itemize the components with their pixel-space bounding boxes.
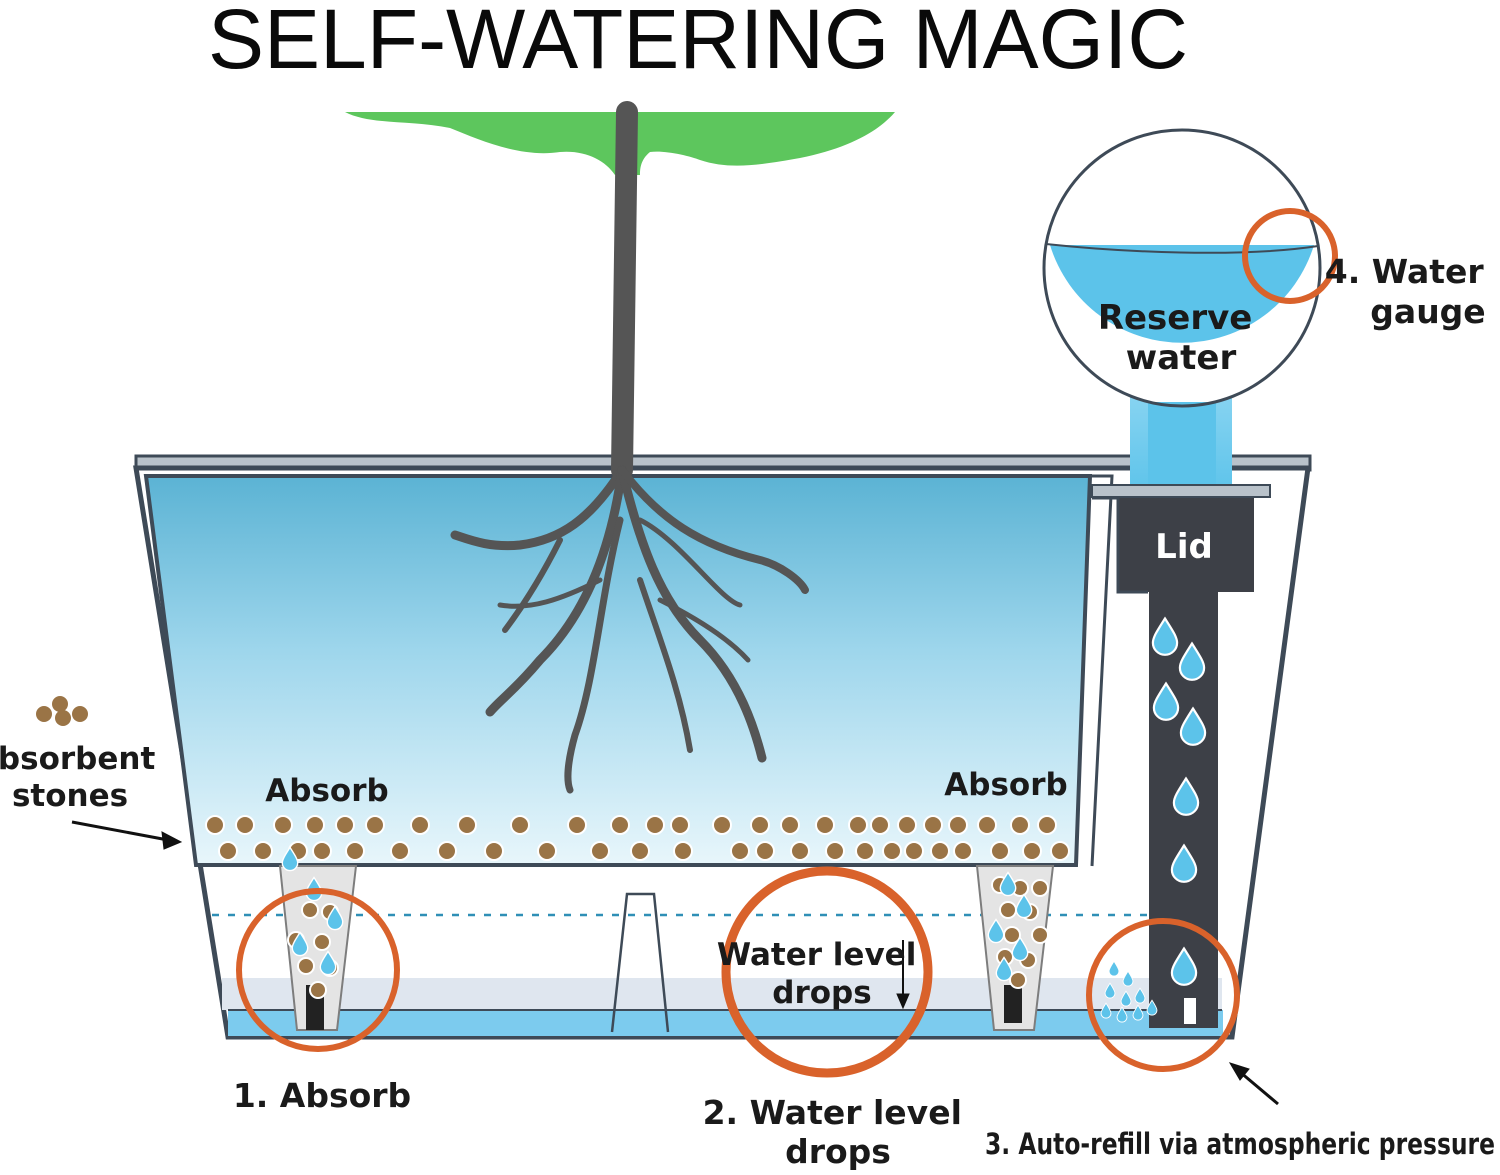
stone <box>1050 841 1070 861</box>
absorb-left-label: Absorb <box>265 773 388 809</box>
stone <box>218 841 238 861</box>
stone <box>335 815 355 835</box>
stone <box>457 815 477 835</box>
stone <box>673 841 693 861</box>
stone <box>630 841 650 861</box>
plant-roots <box>450 101 809 794</box>
stone <box>645 815 665 835</box>
stone <box>301 901 319 919</box>
stone <box>750 815 770 835</box>
ring-3-auto-refill <box>1086 918 1240 1072</box>
stone <box>305 815 325 835</box>
stone-icon <box>36 696 88 726</box>
stone <box>755 841 775 861</box>
stone <box>953 841 973 861</box>
ring-4-water-gauge <box>1242 208 1338 304</box>
stone <box>309 981 327 999</box>
stone <box>390 841 410 861</box>
absorbent-stones-label: Absorbent stones <box>0 741 166 814</box>
stone <box>1031 926 1049 944</box>
stone <box>923 815 943 835</box>
stone <box>1022 841 1042 861</box>
stone <box>825 841 845 861</box>
stone <box>205 815 225 835</box>
step-3-label: 3. Auto-refill via atmospheric pressure <box>985 1127 1495 1161</box>
stone <box>567 815 587 835</box>
stone <box>312 841 332 861</box>
stone <box>510 815 530 835</box>
stone <box>1037 815 1057 835</box>
arrows <box>71 820 1279 1106</box>
stone <box>437 841 457 861</box>
stone <box>253 841 273 861</box>
stone <box>1009 971 1027 989</box>
stone <box>670 815 690 835</box>
stone <box>484 841 504 861</box>
lid <box>1118 498 1254 592</box>
stone <box>897 815 917 835</box>
stone <box>273 815 293 835</box>
stone <box>870 815 890 835</box>
stone <box>848 815 868 835</box>
step-2-label: 2. Water level drops <box>703 1093 974 1171</box>
stone <box>780 815 800 835</box>
stone <box>410 815 430 835</box>
ring-1-absorb <box>236 888 400 1052</box>
reserve-water-label: Reserve water <box>1098 298 1264 378</box>
water-level-drops-inner-label: Water level drops <box>717 937 927 1011</box>
stone <box>790 841 810 861</box>
ring-2-water-level <box>721 866 933 1078</box>
stone <box>855 841 875 861</box>
stone <box>297 957 315 975</box>
stone <box>977 815 997 835</box>
page-title: SELF-WATERING MAGIC <box>208 0 1188 86</box>
stone <box>1010 815 1030 835</box>
stone <box>882 841 902 861</box>
stone <box>345 841 365 861</box>
stone <box>904 841 924 861</box>
stone <box>365 815 385 835</box>
step-4-label: 4. Water gauge <box>1325 252 1495 331</box>
stone <box>930 841 950 861</box>
stone <box>712 815 732 835</box>
lid-label: Lid <box>1155 527 1213 567</box>
stone <box>590 841 610 861</box>
stone <box>990 841 1010 861</box>
stone <box>313 933 331 951</box>
stone <box>948 815 968 835</box>
step-1-label: 1. Absorb <box>233 1076 411 1115</box>
stone <box>610 815 630 835</box>
absorbent-stones-layer <box>205 815 1070 999</box>
stone <box>235 815 255 835</box>
stone <box>1031 879 1049 897</box>
stone <box>999 901 1017 919</box>
stone <box>537 841 557 861</box>
stone <box>730 841 750 861</box>
absorb-right-label: Absorb <box>944 767 1067 803</box>
stone <box>815 815 835 835</box>
